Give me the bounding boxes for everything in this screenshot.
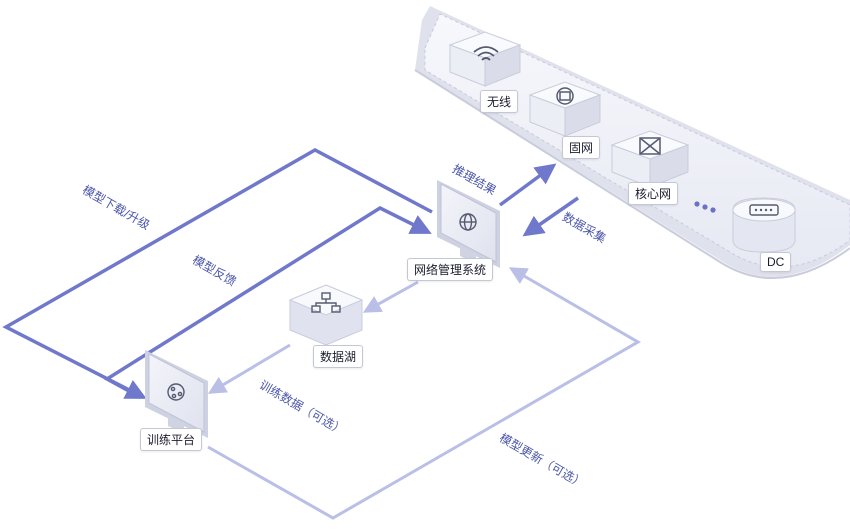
training-platform-label: 训练平台: [140, 428, 203, 451]
training-monitor: [145, 350, 208, 438]
wifi-icon: [473, 46, 499, 61]
more-devices-ellipsis: [694, 201, 716, 213]
nms-to-lake-line: [362, 280, 419, 313]
nms-monitor: [437, 180, 500, 268]
core-network-label: 核心网: [628, 182, 679, 205]
model-update-line: [207, 267, 641, 520]
globe-icon: [459, 213, 477, 231]
model-feedback-line: [103, 205, 432, 398]
core-switch-icon: [639, 137, 661, 155]
fixed-network-device: [528, 81, 602, 137]
router-icon: [556, 87, 574, 105]
wireless-device: [448, 31, 522, 87]
data-collection-line: [522, 196, 579, 237]
nms-label: 网络管理系统: [407, 258, 494, 281]
training-data-line: [207, 343, 291, 394]
inference-result-line: [498, 163, 557, 207]
dc-device: [732, 197, 796, 253]
hierarchy-icon: [311, 292, 341, 313]
connections: [2, 148, 641, 520]
server-icon: [749, 204, 779, 216]
dc-label: DC: [760, 252, 792, 272]
wireless-label: 无线: [480, 90, 519, 113]
data-lake-device: [288, 284, 364, 346]
core-network-device: [610, 130, 690, 188]
data-lake-label: 数据湖: [313, 345, 364, 368]
model-download-line: [2, 148, 433, 399]
brain-network-icon: [167, 383, 185, 401]
fixed-network-label: 固网: [562, 136, 601, 159]
